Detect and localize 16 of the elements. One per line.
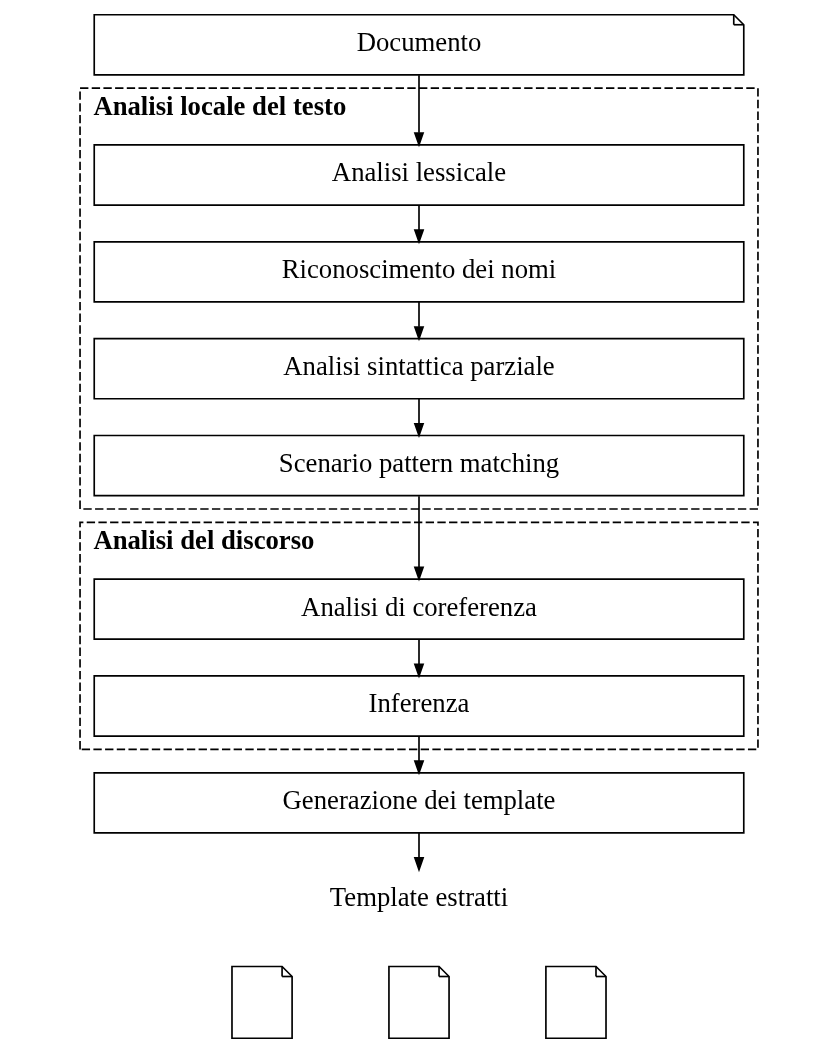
node-box: Generazione dei template xyxy=(93,771,745,834)
arrow xyxy=(413,735,425,776)
node-box: Scenario pattern matching xyxy=(93,434,745,497)
arrow xyxy=(413,301,425,342)
arrow xyxy=(413,74,425,148)
node-box: Inferenza xyxy=(93,675,745,737)
node-box: Analisi di coreferenza xyxy=(93,578,745,641)
arrow xyxy=(413,832,425,873)
arrow xyxy=(413,204,425,245)
node-box: Riconoscimento dei nomi xyxy=(93,240,745,303)
node-box: Analisi sintattica parziale xyxy=(93,337,745,400)
arrow xyxy=(413,495,425,582)
arrow xyxy=(413,638,425,679)
arrow xyxy=(413,398,425,439)
node-text: Template estratti xyxy=(329,882,509,913)
node-box: Analisi lessicale xyxy=(93,144,745,206)
